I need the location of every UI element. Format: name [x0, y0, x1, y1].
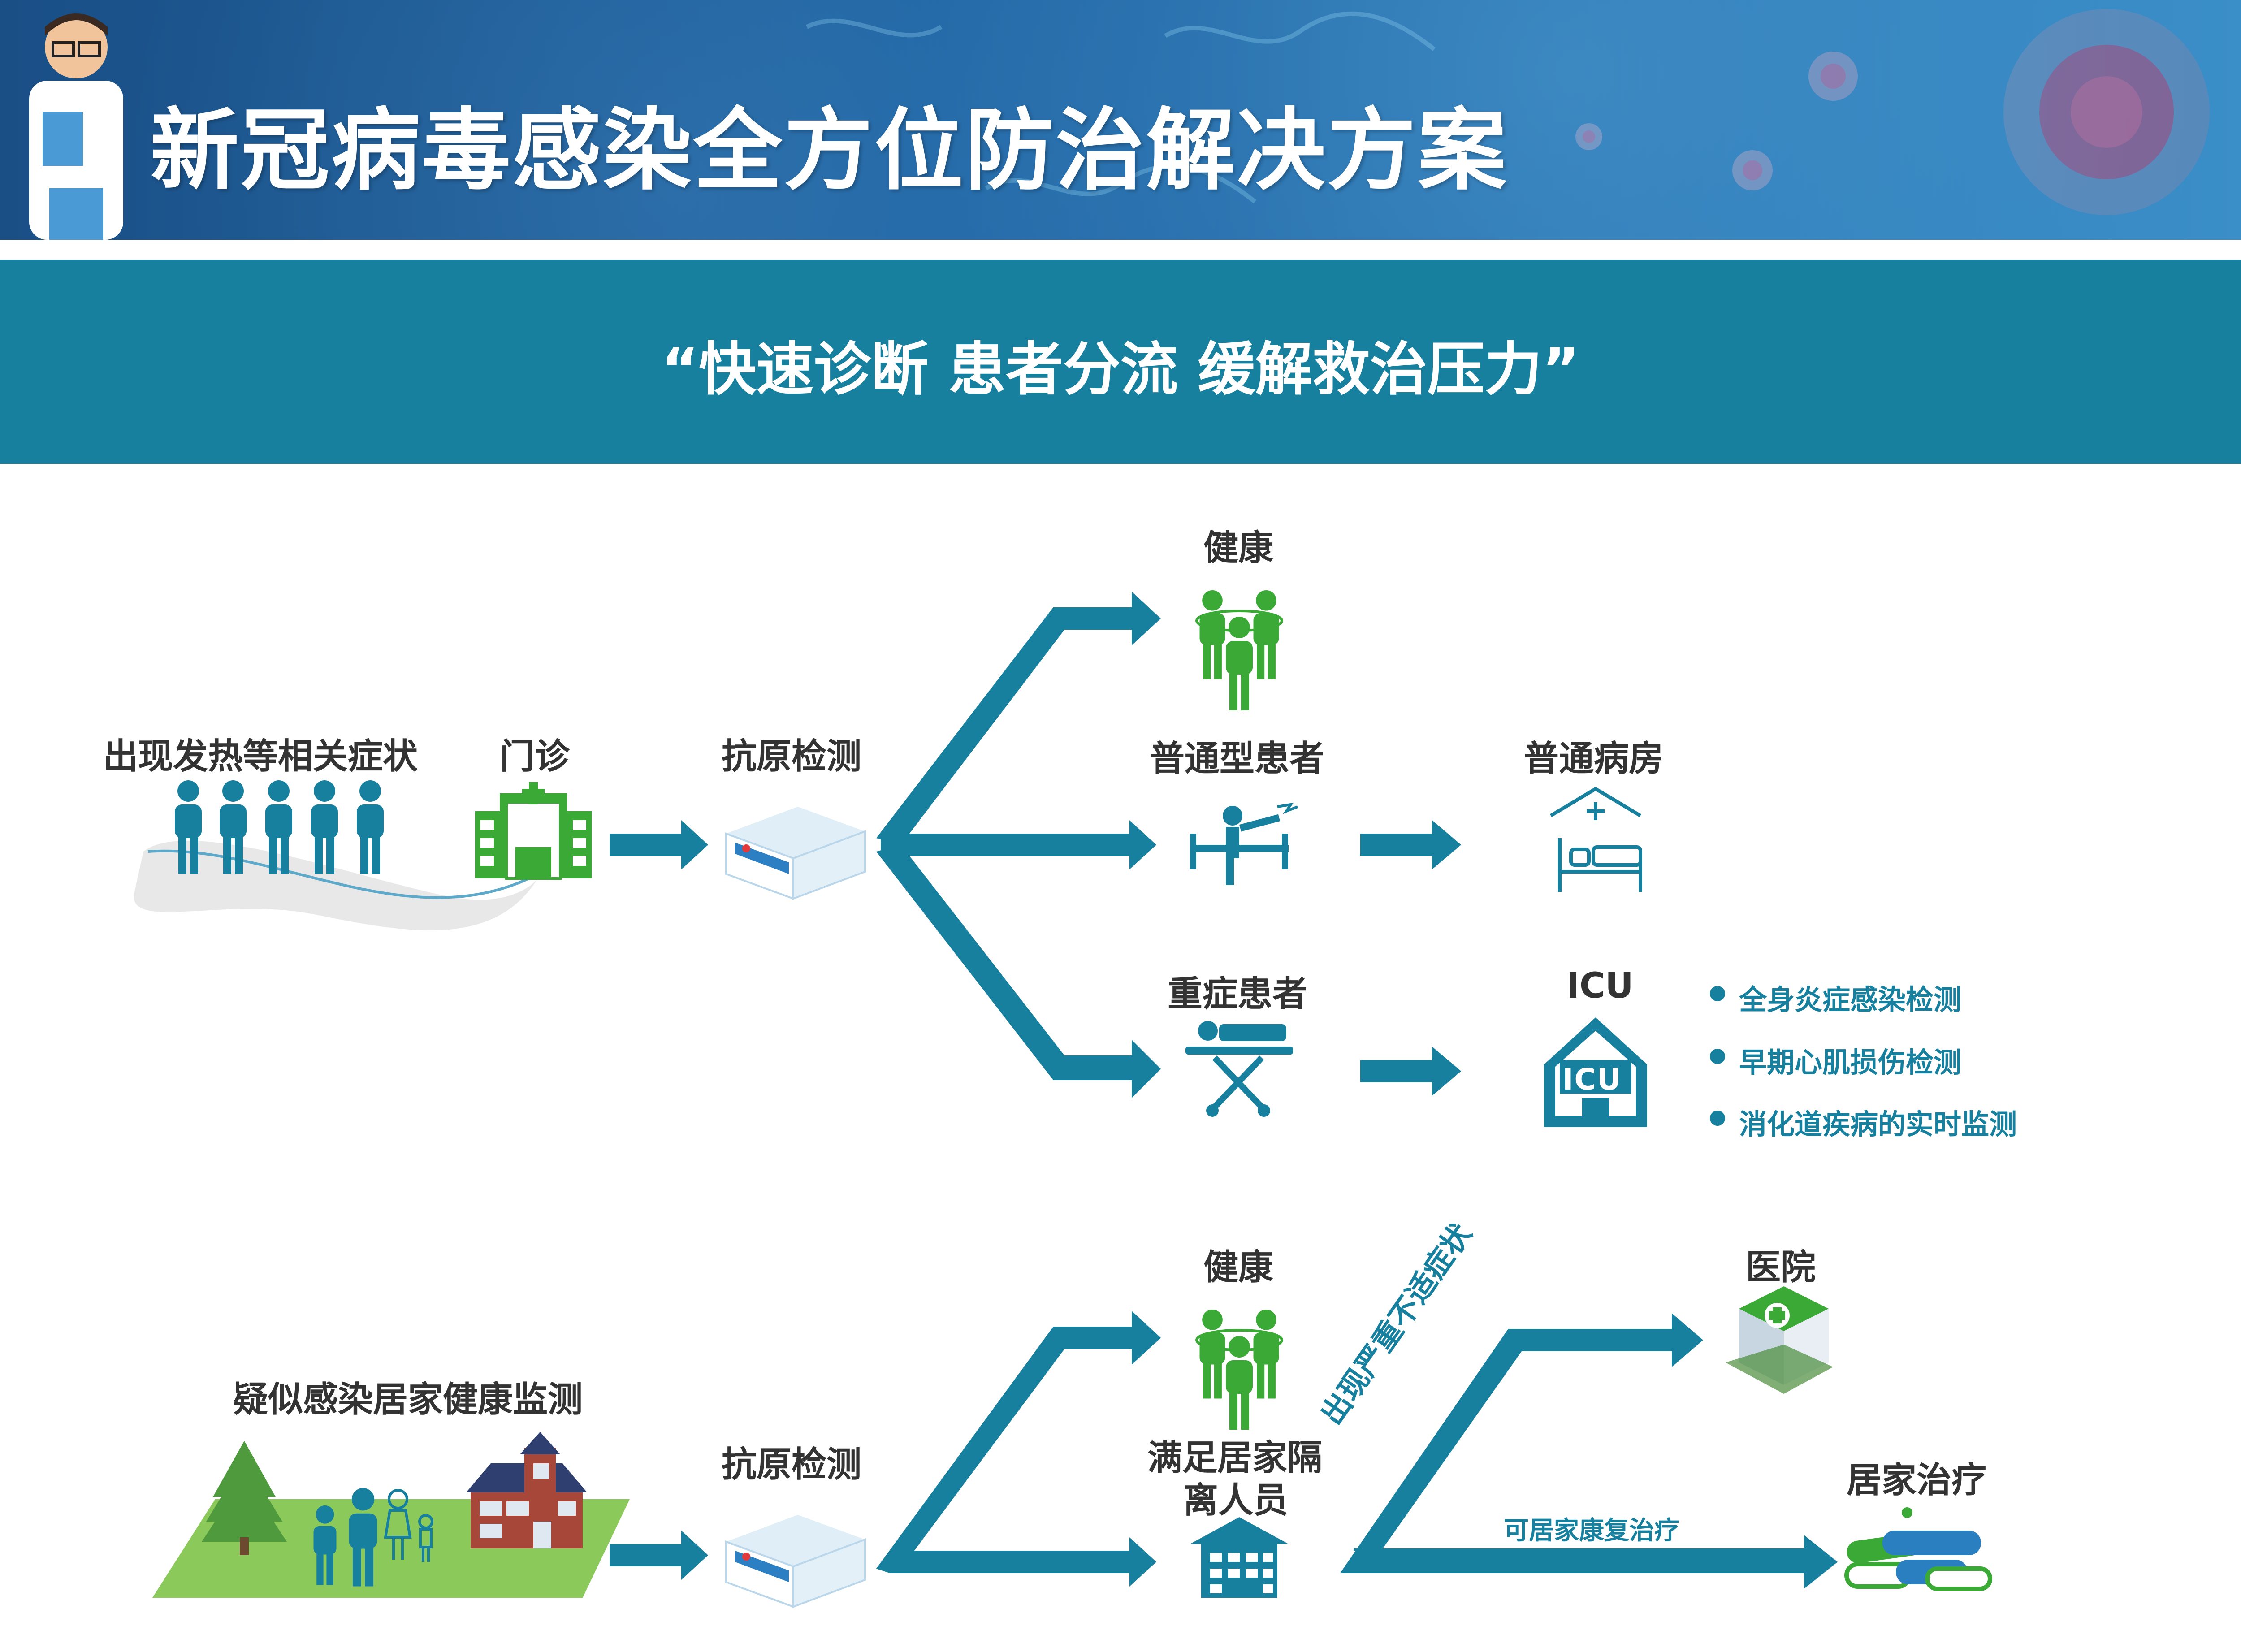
icu-sign-text: ICU [1562, 1062, 1622, 1097]
arrow-to-icu [1360, 1047, 1461, 1096]
hospital-3d-icon [1726, 1286, 1833, 1394]
antigen-test-kit-icon [725, 807, 866, 900]
isolation-label-line2: 离人员 [1183, 1480, 1289, 1521]
common-ward-label: 普通病房 [1524, 739, 1664, 779]
branch-arrows-flow1 [876, 592, 1161, 1098]
home-treatment-label: 居家治疗 [1847, 1460, 1987, 1501]
pills-icon [1844, 1507, 1992, 1591]
severe-patient-icon [1185, 1021, 1293, 1117]
slogan-text: “快速诊断 患者分流 缓解救治压力” [661, 336, 1580, 403]
bullet-dot [1710, 1049, 1725, 1064]
antigen-test-kit-icon [725, 1515, 866, 1608]
icu-item-2: 早期心肌损伤检测 [1739, 1046, 1962, 1079]
branch-arrows-flow2 [876, 1311, 1161, 1587]
icu-item-3: 消化道疾病的实时监测 [1739, 1108, 2017, 1141]
healthy-people-icon [1195, 590, 1283, 710]
antigen-test-label: 抗原检测 [722, 736, 862, 777]
outpatient-hospital-icon [475, 782, 592, 880]
antigen-test-label: 抗原检测 [722, 1444, 862, 1485]
outpatient-label: 门诊 [500, 736, 570, 777]
severe-patient-label: 重症患者 [1168, 974, 1308, 1014]
family-icon [313, 1488, 433, 1587]
symptoms-label: 出现发热等相关症状 [103, 736, 418, 777]
recover-text: 可居家康复治疗 [1504, 1516, 1679, 1545]
isolation-building-icon [1190, 1517, 1289, 1598]
healthy-label: 健康 [1203, 528, 1274, 568]
slogan-band [0, 260, 2241, 464]
home-monitor-label: 疑似感染居家健康监测 [233, 1380, 583, 1420]
healthy-people-icon [1195, 1309, 1283, 1430]
common-ward-icon [1549, 787, 1642, 892]
arrow-home-to-antigen [610, 1531, 708, 1580]
common-patient-icon [1190, 802, 1298, 885]
tree-icon [202, 1441, 287, 1555]
header-banner: 新冠病毒感染全方位防治解决方案 [0, 0, 2241, 240]
bullet-dot [1710, 1111, 1725, 1126]
common-patient-label: 普通型患者 [1150, 739, 1325, 779]
hospital-label: 医院 [1746, 1247, 1816, 1288]
branch-arrows-isolation [1340, 1313, 1838, 1589]
bullet-dot [1710, 986, 1725, 1001]
house-icon [466, 1432, 587, 1548]
page-title: 新冠病毒感染全方位防治解决方案 [150, 99, 1508, 202]
icu-item-1: 全身炎症感染检测 [1739, 983, 1962, 1016]
icu-building-icon [1544, 1017, 1647, 1127]
arrow-outpatient-to-antigen [610, 820, 708, 869]
isolation-label-line1: 满足居家隔 [1147, 1438, 1323, 1478]
icu-label: ICU [1566, 966, 1634, 1006]
healthy-label: 健康 [1203, 1247, 1274, 1288]
crowd-path-line [147, 849, 530, 899]
arrow-to-common-ward [1360, 820, 1461, 869]
divider [0, 240, 2241, 260]
